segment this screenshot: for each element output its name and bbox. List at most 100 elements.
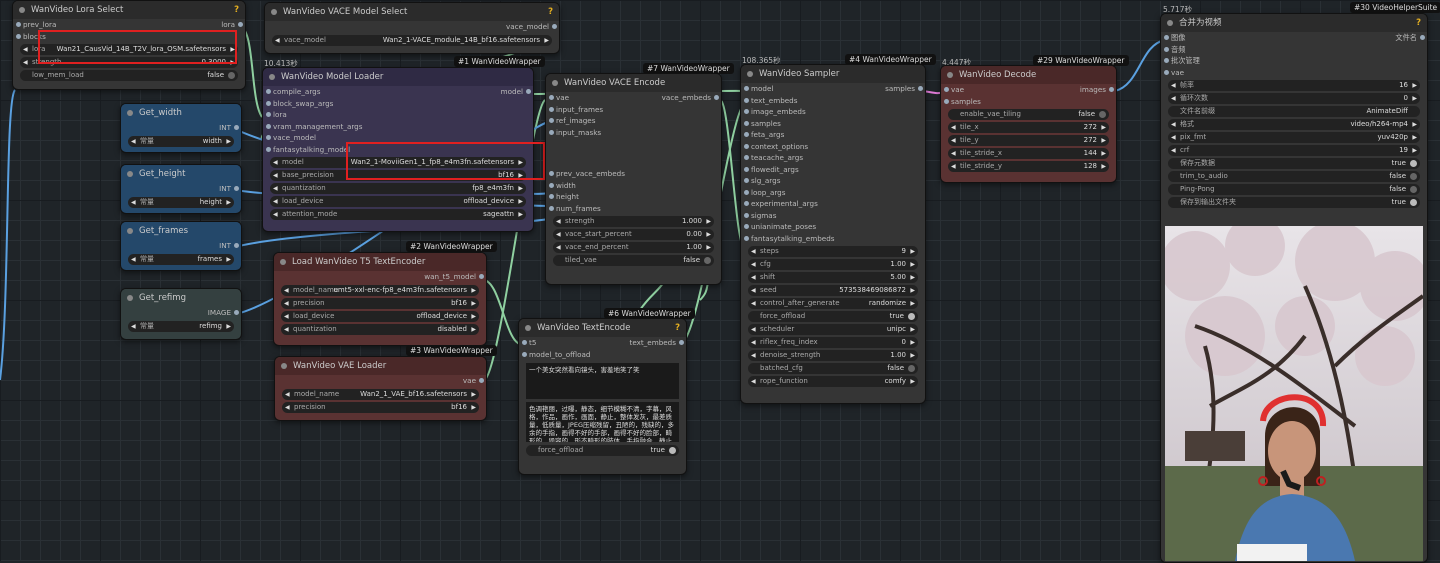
input-samples[interactable]: samples — [941, 96, 1116, 108]
input-images[interactable]: 图像文件名 — [1161, 32, 1427, 44]
output-model[interactable]: model — [500, 87, 532, 96]
help-icon[interactable]: ? — [1416, 18, 1421, 28]
input-fantasytalking-embeds[interactable]: fantasytalking_embeds — [741, 233, 925, 245]
output-image[interactable]: IMAGE — [207, 308, 240, 317]
input-flowedit-args[interactable]: flowedit_args — [741, 164, 925, 176]
input-experimental-args[interactable]: experimental_args — [741, 198, 925, 210]
help-icon[interactable]: ? — [548, 7, 553, 17]
negative-prompt-input[interactable]: 色调艳丽，过曝，静态，细节模糊不清，字幕，风格，作品，画作，画面，静止，整体发灰… — [526, 402, 679, 442]
input-slg-args[interactable]: slg_args — [741, 175, 925, 187]
input-fantasytalking-model[interactable]: fantasytalking_model — [263, 144, 533, 156]
output-images[interactable]: images — [1079, 85, 1115, 94]
input-image-embeds[interactable]: image_embeds — [741, 106, 925, 118]
input-ref-images[interactable]: ref_images — [546, 115, 721, 127]
output-int[interactable]: INT — [219, 184, 239, 193]
input-input-masks[interactable]: input_masks — [546, 127, 721, 139]
output-int[interactable]: INT — [219, 241, 239, 250]
input-lora[interactable]: lora — [263, 109, 533, 121]
input-num-frames[interactable]: num_frames — [546, 203, 721, 215]
output-wan-t5-model[interactable]: wan_t5_model — [424, 272, 484, 281]
output-samples[interactable]: samples — [885, 84, 923, 93]
output-vace-embeds[interactable]: vace_embeds — [661, 93, 720, 102]
positive-prompt-input[interactable]: 一个美女突然看向镜头，害羞地笑了笑 — [526, 363, 679, 399]
output-filenames[interactable]: 文件名 — [1395, 33, 1425, 42]
input-model-to-offload[interactable]: model_to_offload — [519, 349, 686, 361]
input-teacache-args[interactable]: teacache_args — [741, 152, 925, 164]
video-preview[interactable] — [1165, 226, 1423, 561]
help-icon[interactable]: ? — [675, 323, 680, 333]
output-text-embeds[interactable]: text_embeds — [629, 338, 684, 347]
input-prev-vace-embeds[interactable]: prev_vace_embeds — [546, 168, 721, 180]
node-t5-loader[interactable]: Load WanVideo T5 TextEncoder wan_t5_mode… — [273, 252, 487, 346]
output-vace-model[interactable]: vace_model — [505, 22, 558, 31]
input-samples[interactable]: samples — [741, 118, 925, 130]
input-vae[interactable]: vae — [1161, 67, 1427, 79]
input-feta-args[interactable]: feta_args — [741, 129, 925, 141]
input-input-frames[interactable]: input_frames — [546, 104, 721, 116]
input-vram-management-args[interactable]: vram_management_args — [263, 121, 533, 133]
input-audio[interactable]: 音频 — [1161, 44, 1427, 56]
input-sigmas[interactable]: sigmas — [741, 210, 925, 222]
input-context-options[interactable]: context_options — [741, 141, 925, 153]
help-icon[interactable]: ? — [234, 5, 239, 15]
output-vae[interactable]: vae — [462, 376, 485, 385]
output-lora[interactable]: lora — [221, 20, 243, 29]
input-batch-manager[interactable]: 批次管理 — [1161, 55, 1427, 67]
